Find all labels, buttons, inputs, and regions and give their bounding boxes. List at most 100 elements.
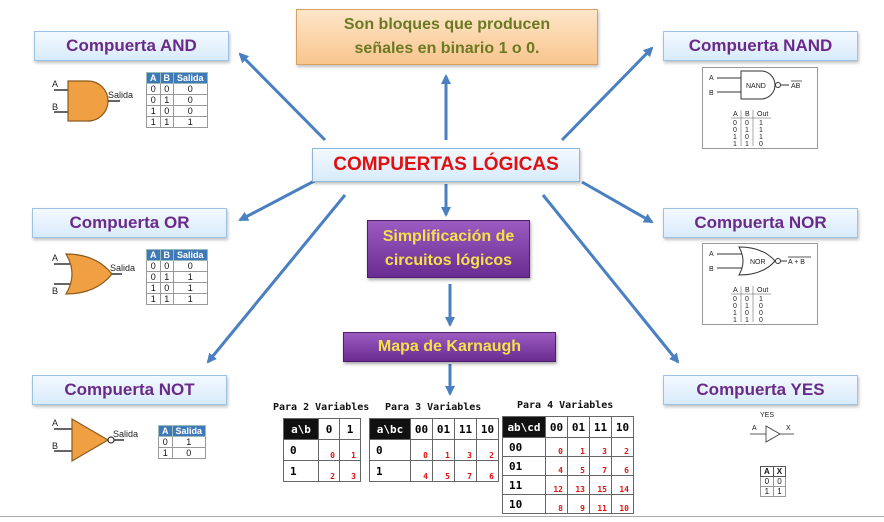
kmap4-col: 11 [589,416,612,438]
cell: 0 [733,127,737,134]
cell: 0 [745,296,749,303]
nand-small-table: A B Out 0 0 1 0 1 1 1 0 1 1 1 0 [731,110,771,148]
cell: 1 [759,296,763,303]
cell: 0 [733,296,737,303]
arrow-to-nor [581,180,654,224]
kmap3-row: 0 [369,439,411,461]
cell: 0 [158,436,173,448]
simplification-line-2: circuitos lógicos [384,252,513,269]
nor-small-table: A B Out 0 0 1 0 1 0 1 0 0 1 1 0 [731,286,771,324]
kmap4-cell: 3 [589,437,612,457]
cell: 1 [759,120,763,127]
not-input-a: A [52,418,58,428]
cell: 0 [146,83,161,95]
cell: 0 [146,94,161,106]
cell: 0 [173,105,208,117]
or-col-a: A [146,249,161,261]
not-gate-symbol: A B Salida [52,417,138,463]
or-output-label: Salida [110,263,135,273]
kmap4-row: 01 [502,456,546,476]
or-gate-symbol: A B Salida [52,253,135,296]
cell: 0 [171,447,207,459]
center-title: COMPUERTAS LÓGICAS [312,148,580,182]
not-col-a: A [158,425,173,437]
or-gate-title: Compuerta OR [32,208,227,238]
kmap2-cell: 1 [339,439,361,461]
cell: 1 [745,303,749,310]
and-col-b: B [159,72,174,84]
kmap4-title: Para 4 Variables [517,400,614,411]
simplification-box: Simplificación de circuitos lógicos [367,220,530,278]
cell: 1 [159,116,174,128]
cell: 1 [733,141,737,148]
kmap4-cell: 12 [545,475,568,495]
cell: 1 [146,105,161,117]
cell: 1 [745,317,749,324]
definition-line-2: señales en binario 1 o 0. [354,40,540,57]
cell: 0 [759,303,763,310]
kmap2-cell: 2 [318,460,340,482]
cell: 0 [760,476,774,487]
kmap2-col: 1 [339,418,361,440]
nand-in-a: A [709,75,714,82]
cell: 1 [760,486,774,497]
kmap4-cell: 8 [545,494,568,514]
kmap2-row: 0 [283,439,319,461]
cell: B [745,287,750,294]
nor-gate-title: Compuerta NOR [663,208,858,238]
kmap4-row: 10 [502,494,546,514]
kmap2-row: 1 [283,460,319,482]
cell: 1 [159,293,174,305]
cell: 0 [159,83,174,95]
cell: 0 [159,260,174,272]
nor-label: NOR [750,259,766,266]
kmap4-cell: 11 [589,494,612,514]
kmap3-cell: 0 [410,439,433,461]
cell: 1 [733,134,737,141]
cell: 0 [146,271,161,283]
cell: 0 [733,120,737,127]
cell: A [733,287,738,294]
nor-in-a: A [709,251,714,258]
yes-col-x: X [772,466,787,477]
not-col-out: Salida [171,425,207,437]
simplification-line-1: Simplificación de [382,228,515,245]
and-col-out: Salida [173,72,208,84]
kmap4-cell: 9 [567,494,590,514]
kmap4-cell: 7 [589,456,612,476]
cell: 1 [173,282,208,294]
kmap4-row: 11 [502,475,546,495]
not-input-b: B [52,441,58,451]
cell: 0 [159,105,174,117]
kmap2-title: Para 2 Variables [273,402,370,413]
kmap4-cell: 2 [611,437,634,457]
kmap3-cell: 7 [454,460,477,482]
kmap4-cell: 10 [611,494,634,514]
kmap4-col: 01 [567,416,590,438]
arrow-to-and [238,52,327,142]
cell: 0 [772,476,787,487]
arrow-to-nand [560,46,654,142]
cell: 1 [745,141,749,148]
nor-diagram: A B NOR A + B A B Out 0 0 1 0 1 0 1 0 0 … [702,243,818,325]
nor-out: A + B [788,259,805,266]
and-output-label: Salida [108,90,133,100]
cell: 1 [745,127,749,134]
and-input-b: B [52,102,58,112]
cell: 1 [759,134,763,141]
yes-gate-title: Compuerta YES [663,375,858,405]
kmap3-cell: 6 [476,460,499,482]
cell: 1 [772,486,787,497]
cell: 1 [173,271,208,283]
